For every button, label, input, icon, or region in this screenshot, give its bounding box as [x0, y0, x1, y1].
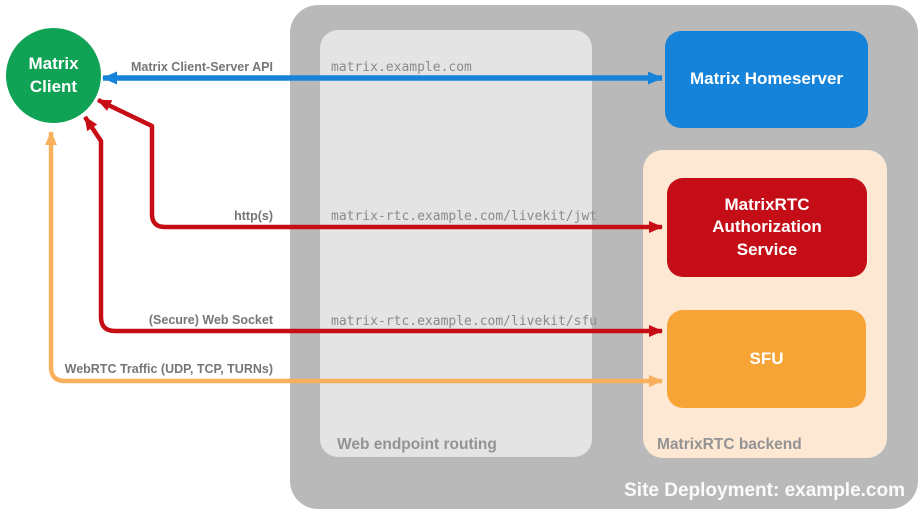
matrix-client-node: Matrix Client	[6, 28, 101, 123]
sfu-label: SFU	[749, 348, 784, 368]
matrix-homeserver-label: Matrix Homeserver	[689, 69, 844, 89]
websocket-label: (Secure) Web Socket	[148, 313, 273, 327]
matrix-client-label: Matrix Client	[28, 53, 79, 96]
client-server-api-label: Matrix Client-Server API	[131, 60, 273, 74]
endpoint-livekit-sfu: matrix-rtc.example.com/livekit/sfu	[331, 314, 598, 329]
matrix-homeserver-node: Matrix Homeserver	[665, 31, 868, 128]
sfu-node: SFU	[667, 310, 866, 408]
matrixrtc-authorization-service-label: MatrixRTC Authorization Service	[712, 195, 822, 259]
webrtc-traffic-label: WebRTC Traffic (UDP, TCP, TURNs)	[64, 362, 273, 376]
matrixrtc-backend-caption: MatrixRTC backend	[657, 436, 802, 453]
matrixrtc-authorization-service-node: MatrixRTC Authorization Service	[667, 178, 867, 277]
endpoint-livekit-jwt: matrix-rtc.example.com/livekit/jwt	[331, 209, 598, 224]
web-endpoint-routing-caption: Web endpoint routing	[337, 436, 497, 453]
site-deployment-caption: Site Deployment: example.com	[624, 480, 905, 501]
endpoint-matrix-domain: matrix.example.com	[331, 60, 472, 75]
web-endpoint-routing-box	[320, 30, 592, 457]
https-label: http(s)	[234, 209, 273, 223]
